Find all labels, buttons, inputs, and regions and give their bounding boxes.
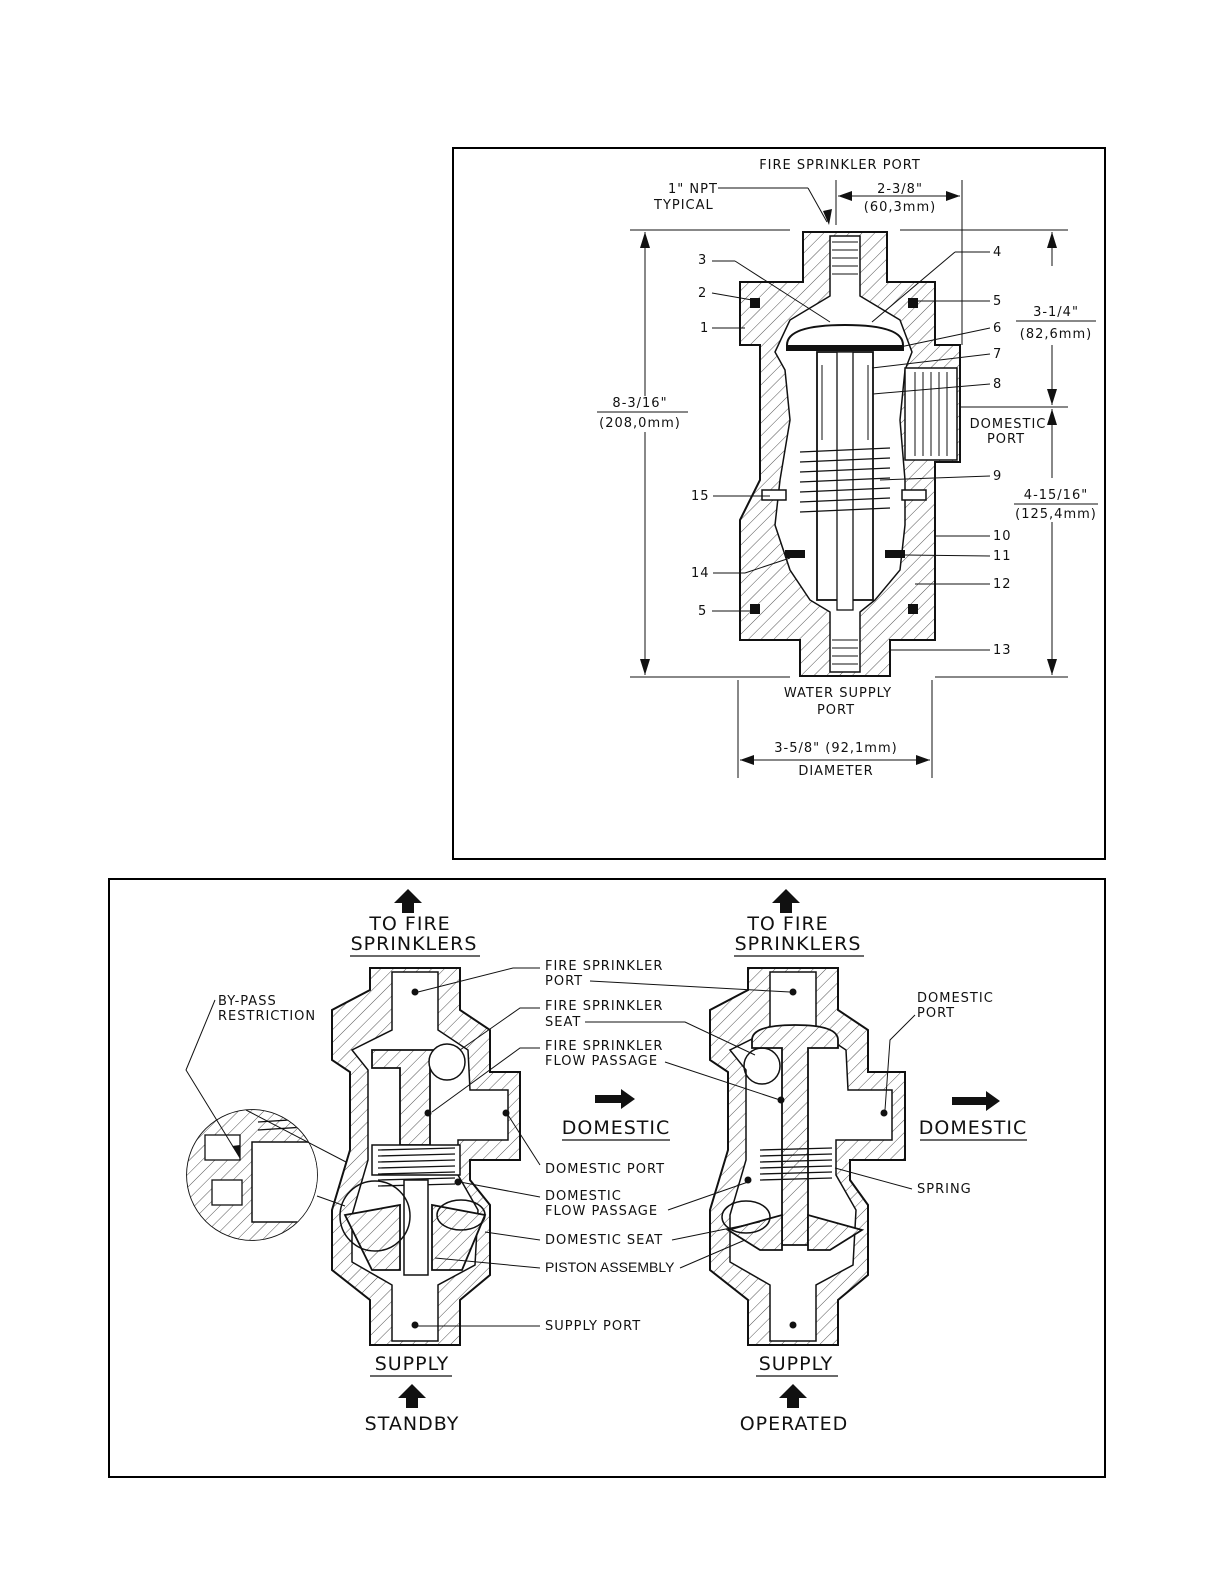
- fire-sprinkler-port-label: FIRE SPRINKLER PORT: [759, 158, 921, 173]
- callout-domestic-port: DOMESTIC PORT: [545, 1162, 665, 1177]
- standby-label: STANDBY: [365, 1413, 460, 1435]
- to-fire-label-standby: TO FIRE: [368, 913, 450, 935]
- part-number: 2: [698, 286, 707, 301]
- dim-width-mm: (60,3mm): [864, 200, 936, 215]
- dim-diameter: 3-5/8" (92,1mm): [774, 741, 897, 756]
- dim-lower-mm: (125,4mm): [1015, 507, 1097, 522]
- domestic-port-label: DOMESTIC: [970, 417, 1047, 432]
- sprinklers-label-standby: SPRINKLERS: [351, 933, 478, 955]
- top-figure: FIRE SPRINKLER PORT 1" NPT TYPICAL 2-3/8…: [452, 147, 1106, 860]
- water-supply-label: WATER SUPPLY: [784, 686, 892, 701]
- part-number: 14: [691, 566, 710, 581]
- supply-label-standby: SUPPLY: [375, 1353, 450, 1375]
- operated-valve: [709, 967, 906, 1346]
- dim-height: 8-3/16": [612, 396, 667, 411]
- part-numbers-right: 4 5 6 7 8 9 10 11 12 13: [871, 245, 1012, 658]
- part-numbers-left: 3 2 1 15 14 5: [691, 253, 831, 619]
- callout-fire-sprinkler-port: FIRE SPRINKLER: [545, 959, 663, 974]
- diameter-label: DIAMETER: [798, 764, 873, 779]
- bottom-figure: TO FIRE SPRINKLERS TO FIRE SPRINKLERS SU…: [108, 878, 1106, 1478]
- dim-upper-mm: (82,6mm): [1020, 327, 1092, 342]
- callout-piston-assembly: PISTON ASSEMBLY: [545, 1259, 675, 1275]
- dim-upper: 3-1/4": [1033, 305, 1079, 320]
- bypass-label: BY-PASS: [218, 994, 277, 1009]
- sprinklers-label-operated: SPRINKLERS: [735, 933, 862, 955]
- part-number: 1: [700, 321, 709, 336]
- dim-height-mm: (208,0mm): [599, 416, 681, 431]
- npt-typical-label: TYPICAL: [653, 198, 714, 213]
- restriction-label: RESTRICTION: [218, 1009, 316, 1024]
- bypass-zoom-detail: [186, 1109, 347, 1241]
- part-number: 3: [698, 253, 707, 268]
- part-number: 11: [993, 549, 1012, 564]
- valve-cross-section: [739, 231, 961, 677]
- callout-domestic-port-right: DOMESTIC: [917, 991, 994, 1006]
- to-fire-label-operated: TO FIRE: [746, 913, 828, 935]
- flow-arrows: [394, 889, 1000, 1408]
- part-number: 10: [993, 529, 1012, 544]
- standby-valve: [331, 967, 521, 1346]
- callout-fire-sprinkler-flow-2: FLOW PASSAGE: [545, 1054, 658, 1069]
- callout-domestic-port-right-2: PORT: [917, 1006, 955, 1021]
- dim-width: 2-3/8": [877, 182, 923, 197]
- dim-lower: 4-15/16": [1024, 488, 1088, 503]
- operated-label: OPERATED: [740, 1413, 849, 1435]
- domestic-port-label-2: PORT: [987, 432, 1025, 447]
- part-number: 6: [993, 321, 1002, 336]
- domestic-label-operated: DOMESTIC: [919, 1117, 1028, 1139]
- part-number: 5: [993, 294, 1002, 309]
- callout-domestic-flow: DOMESTIC: [545, 1189, 622, 1204]
- part-number: 4: [993, 245, 1002, 260]
- part-number: 13: [993, 643, 1012, 658]
- callout-fire-sprinkler-flow: FIRE SPRINKLER: [545, 1039, 663, 1054]
- callout-spring: SPRING: [917, 1182, 972, 1197]
- callout-fire-sprinkler-port-2: PORT: [545, 974, 583, 989]
- callouts: FIRE SPRINKLER PORT FIRE SPRINKLER SEAT …: [417, 959, 994, 1334]
- water-supply-port-label: PORT: [817, 703, 855, 718]
- part-number: 5: [698, 604, 707, 619]
- domestic-label-standby: DOMESTIC: [562, 1117, 671, 1139]
- part-number: 12: [993, 577, 1012, 592]
- npt-label: 1" NPT: [668, 182, 718, 197]
- part-number: 7: [993, 347, 1002, 362]
- callout-domestic-seat: DOMESTIC SEAT: [545, 1233, 663, 1248]
- part-number: 8: [993, 377, 1002, 392]
- spring-coils: [799, 447, 891, 513]
- callout-domestic-flow-2: FLOW PASSAGE: [545, 1204, 658, 1219]
- callout-fire-sprinkler-seat-2: SEAT: [545, 1015, 581, 1030]
- part-number: 9: [993, 469, 1002, 484]
- part-number: 15: [691, 489, 710, 504]
- callout-supply-port: SUPPLY PORT: [545, 1319, 641, 1334]
- supply-label-operated: SUPPLY: [759, 1353, 834, 1375]
- callout-fire-sprinkler-seat: FIRE SPRINKLER: [545, 999, 663, 1014]
